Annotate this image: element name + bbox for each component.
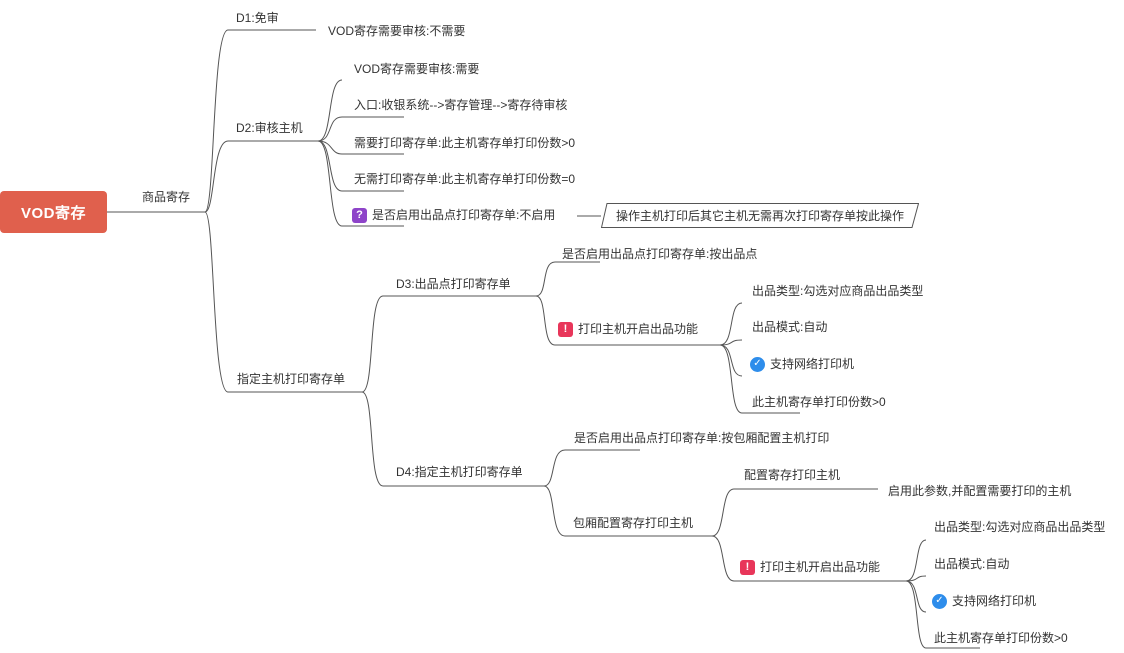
node-zhiding[interactable]: 指定主机打印寄存单 <box>237 371 345 387</box>
exclamation-icon: ! <box>558 321 573 337</box>
node-d4-c2-print[interactable]: ! 打印主机开启出品功能 <box>740 559 880 575</box>
node-d1-child[interactable]: VOD寄存需要审核:不需要 <box>328 23 465 39</box>
node-label: 启用此参数,并配置需要打印的主机 <box>888 484 1072 498</box>
node-label: 支持网络打印机 <box>770 357 855 371</box>
node-d3-c2-c[interactable]: ✓ 支持网络打印机 <box>750 356 854 372</box>
node-label: 出品模式:自动 <box>934 557 1010 571</box>
checkmark-icon: ✓ <box>750 356 765 372</box>
node-d4-c2-print-b[interactable]: 出品模式:自动 <box>934 556 1009 572</box>
node-d4-c2-config-a[interactable]: 启用此参数,并配置需要打印的主机 <box>888 483 1071 499</box>
node-label: 是否启用出品点打印寄存单:按出品点 <box>562 247 758 261</box>
node-d2-c2[interactable]: 入口:收银系统-->寄存管理-->寄存待审核 <box>354 97 567 113</box>
node-label: 指定主机打印寄存单 <box>237 372 346 386</box>
node-d3-c2-d[interactable]: 此主机寄存单打印份数>0 <box>752 394 886 410</box>
root-node[interactable]: VOD寄存 <box>0 191 107 233</box>
node-d2-c4[interactable]: 无需打印寄存单:此主机寄存单打印份数=0 <box>354 171 575 187</box>
node-label: 出品模式:自动 <box>752 320 828 334</box>
node-label: 需要打印寄存单:此主机寄存单打印份数>0 <box>354 136 576 150</box>
node-label: 支持网络打印机 <box>952 594 1037 608</box>
exclamation-icon: ! <box>740 559 755 575</box>
callout-frame <box>601 203 919 228</box>
node-label: VOD寄存需要审核:需要 <box>354 62 480 76</box>
node-label: D3:出品点打印寄存单 <box>396 277 511 291</box>
node-d3-c2-a[interactable]: 出品类型:勾选对应商品出品类型 <box>752 283 923 299</box>
node-label: 此主机寄存单打印份数>0 <box>752 395 886 409</box>
node-label: 此主机寄存单打印份数>0 <box>934 631 1068 645</box>
note-callout[interactable]: 操作主机打印后其它主机无需再次打印寄存单按此操作 <box>601 203 919 228</box>
node-d2-c5[interactable]: ? 是否启用出品点打印寄存单:不启用 <box>352 207 555 223</box>
node-label: 打印主机开启出品功能 <box>760 560 881 574</box>
callout-text: 操作主机打印后其它主机无需再次打印寄存单按此操作 <box>615 209 904 223</box>
node-d1[interactable]: D1:免审 <box>236 10 279 26</box>
node-shangpin-jicun[interactable]: 商品寄存 <box>142 189 190 205</box>
checkmark-icon: ✓ <box>932 593 947 609</box>
node-label: 是否启用出品点打印寄存单:按包厢配置主机打印 <box>574 431 830 445</box>
node-label: 是否启用出品点打印寄存单:不启用 <box>372 208 556 222</box>
node-d4-c2-print-a[interactable]: 出品类型:勾选对应商品出品类型 <box>934 519 1105 535</box>
node-label: 入口:收银系统-->寄存管理-->寄存待审核 <box>354 98 568 112</box>
node-d4-c2-print-d[interactable]: 此主机寄存单打印份数>0 <box>934 630 1068 646</box>
node-d3[interactable]: D3:出品点打印寄存单 <box>396 276 511 292</box>
node-label: 无需打印寄存单:此主机寄存单打印份数=0 <box>354 172 576 186</box>
node-d4-c1[interactable]: 是否启用出品点打印寄存单:按包厢配置主机打印 <box>574 430 829 446</box>
node-label: 包厢配置寄存打印主机 <box>573 516 694 530</box>
node-d3-c2[interactable]: ! 打印主机开启出品功能 <box>558 321 698 337</box>
node-label: D4:指定主机打印寄存单 <box>396 465 523 479</box>
node-label: 出品类型:勾选对应商品出品类型 <box>934 520 1106 534</box>
node-d4-c2-config[interactable]: 配置寄存打印主机 <box>744 467 840 483</box>
node-d4-c2-print-c[interactable]: ✓ 支持网络打印机 <box>932 593 1036 609</box>
node-d3-c1[interactable]: 是否启用出品点打印寄存单:按出品点 <box>562 246 757 262</box>
node-label: 打印主机开启出品功能 <box>578 322 699 336</box>
question-mark-icon: ? <box>352 207 367 223</box>
node-label: D1:免审 <box>236 11 279 25</box>
node-d2-c3[interactable]: 需要打印寄存单:此主机寄存单打印份数>0 <box>354 135 575 151</box>
node-d4-c2[interactable]: 包厢配置寄存打印主机 <box>573 515 693 531</box>
node-label: 商品寄存 <box>142 190 191 204</box>
node-label: 配置寄存打印主机 <box>744 468 841 482</box>
node-d2-c1[interactable]: VOD寄存需要审核:需要 <box>354 61 479 77</box>
node-label: D2:审核主机 <box>236 121 303 135</box>
node-label: 出品类型:勾选对应商品出品类型 <box>752 284 924 298</box>
node-d4[interactable]: D4:指定主机打印寄存单 <box>396 464 523 480</box>
node-label: VOD寄存需要审核:不需要 <box>328 24 466 38</box>
node-d2[interactable]: D2:审核主机 <box>236 120 303 136</box>
node-d3-c2-b[interactable]: 出品模式:自动 <box>752 319 827 335</box>
